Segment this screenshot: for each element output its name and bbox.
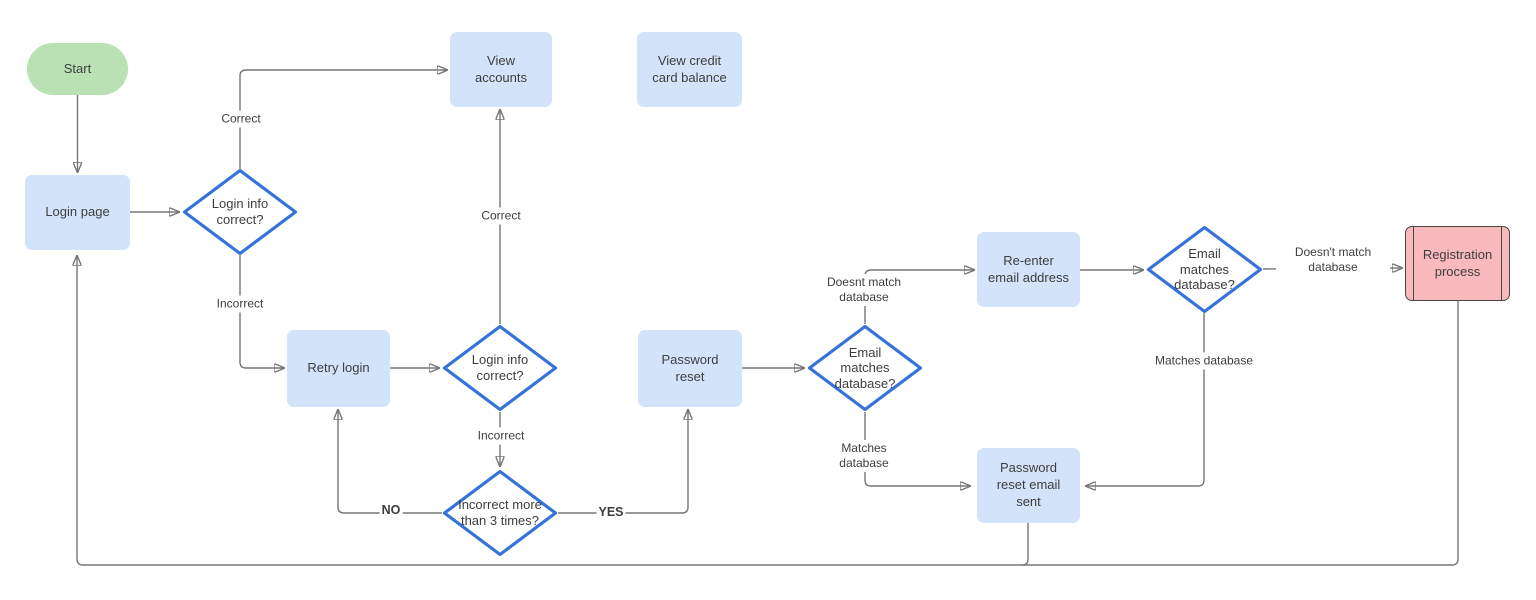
node-decision-login-info-1-label: Login info correct? — [211, 196, 269, 227]
node-retry-login[interactable]: Retry login — [287, 330, 390, 407]
edge-label-doesnt-match-database-2: Doesn't match database — [1276, 244, 1390, 276]
edge-label-matches-database-2: Matches database — [1152, 352, 1256, 370]
node-start[interactable]: Start — [27, 43, 128, 95]
edge-decision1-incorrect-to-retry-login — [239, 255, 284, 368]
node-login-page[interactable]: Login page — [25, 175, 130, 250]
edge-decision1-correct-to-view-accounts — [239, 70, 447, 169]
edge-label-doesnt-match-database-1: Doesnt match database — [816, 274, 912, 306]
decision-diamond-shape — [182, 168, 298, 256]
edge-decision3-no-to-retry-login — [338, 410, 442, 514]
node-password-reset-email-sent-label: Password reset email sent — [996, 460, 1061, 509]
edge-label-incorrect-1: Incorrect — [214, 295, 266, 313]
node-decision-login-info-1[interactable]: Login info correct? — [182, 168, 298, 256]
node-password-reset-label: Password reset — [661, 351, 719, 384]
node-decision-incorrect-3-times-label: Incorrect more than 3 times? — [458, 497, 542, 528]
predefined-process-bar-left — [1413, 227, 1414, 300]
predefined-process-bar-right — [1501, 227, 1502, 300]
node-decision-email-matches-1[interactable]: Email matches database? — [807, 324, 923, 412]
node-decision-email-matches-2-label: Email matches database? — [1174, 246, 1235, 293]
node-password-reset[interactable]: Password reset — [638, 330, 742, 407]
node-password-reset-email-sent[interactable]: Password reset email sent — [977, 448, 1080, 523]
node-registration-process-label: Registration process — [1422, 246, 1493, 279]
edge-password-reset-email-sent-merge-return — [1021, 523, 1029, 566]
node-decision-email-matches-2[interactable]: Email matches database? — [1146, 225, 1263, 314]
node-registration-process[interactable]: Registration process — [1405, 226, 1510, 301]
decision-diamond-shape — [807, 324, 923, 412]
edge-label-correct-2: Correct — [479, 207, 523, 225]
node-decision-login-info-2-label: Login info correct? — [471, 352, 529, 383]
node-decision-email-matches-1-label: Email matches database? — [834, 344, 896, 391]
node-start-label: Start — [63, 60, 92, 76]
node-re-enter-email-address[interactable]: Re-enter email address — [977, 232, 1080, 307]
edge-label-correct-1: Correct — [219, 110, 263, 128]
node-re-enter-email-address-label: Re-enter email address — [988, 252, 1069, 285]
edge-registration-return-to-login-page — [77, 256, 1459, 566]
edge-decision3-yes-to-password-reset — [558, 410, 688, 514]
edge-label-matches-database-1: Matches database — [828, 440, 900, 472]
node-login-page-label: Login page — [45, 204, 110, 220]
decision-diamond-shape — [442, 469, 558, 557]
node-decision-incorrect-3-times[interactable]: Incorrect more than 3 times? — [442, 469, 558, 557]
edge-label-no: NO — [379, 502, 403, 520]
node-retry-login-label: Retry login — [307, 360, 370, 376]
decision-diamond-shape — [1146, 225, 1263, 314]
edge-decision4-matches-to-password-reset-email-sent — [864, 412, 970, 486]
node-view-accounts-label: View accounts — [474, 52, 528, 85]
node-view-accounts[interactable]: View accounts — [450, 32, 552, 107]
edge-decision5-matches-to-password-reset-email-sent — [1086, 313, 1205, 486]
edge-label-incorrect-2: Incorrect — [475, 427, 527, 445]
node-view-credit-card-balance[interactable]: View credit card balance — [637, 32, 742, 107]
edge-label-yes: YES — [596, 504, 626, 522]
decision-diamond-shape — [442, 324, 558, 412]
node-decision-login-info-2[interactable]: Login info correct? — [442, 324, 558, 412]
node-view-credit-card-balance-label: View credit card balance — [652, 52, 727, 85]
